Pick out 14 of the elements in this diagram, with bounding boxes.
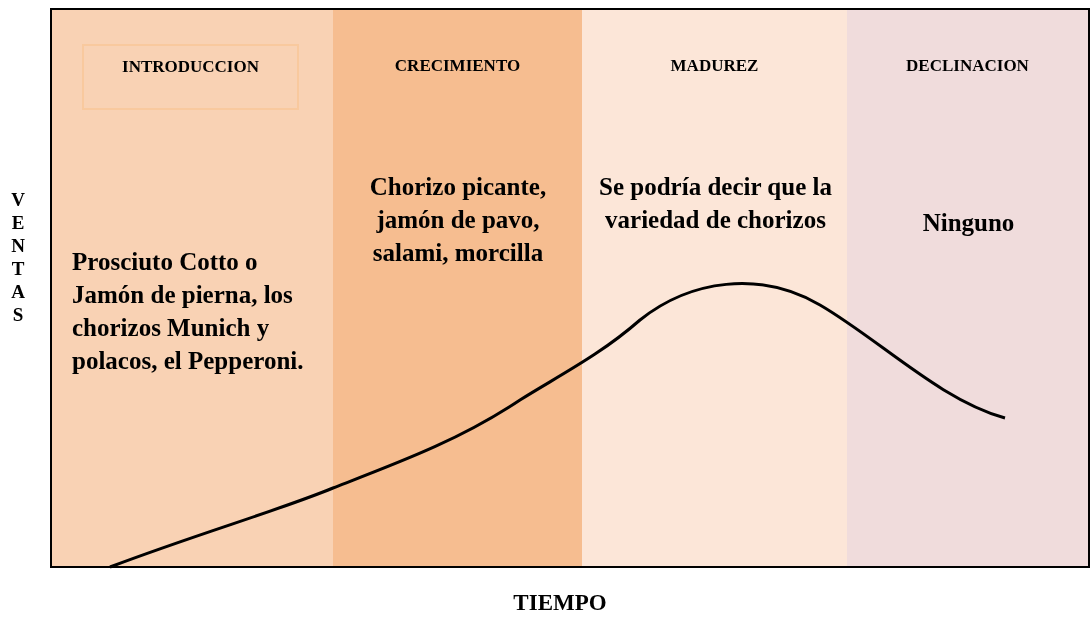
stage-band bbox=[50, 8, 335, 568]
stage-heading-box: INTRODUCCION bbox=[82, 44, 299, 110]
stage-heading: MADUREZ bbox=[669, 56, 760, 76]
stage-products: Chorizo picante, jamón de pavo, salami, morcilla bbox=[368, 172, 548, 268]
stage-band bbox=[847, 8, 1090, 568]
axis-title: VENTAS bbox=[10, 188, 26, 326]
stage-products: Se podría decir que la variedad de chorizos bbox=[598, 172, 833, 235]
stage-products: Prosciuto Cotto o Jamón de pierna, los chorizos Munich y polacos, el Pepperoni. bbox=[72, 247, 305, 376]
stage-heading: CRECIMIENTO bbox=[393, 56, 522, 76]
axis-title: TIEMPO bbox=[512, 590, 608, 616]
stage-heading: DECLINACION bbox=[905, 56, 1030, 76]
stage-products: Ninguno bbox=[921, 208, 1016, 238]
stage-band bbox=[582, 8, 849, 568]
stage-band bbox=[333, 8, 584, 568]
